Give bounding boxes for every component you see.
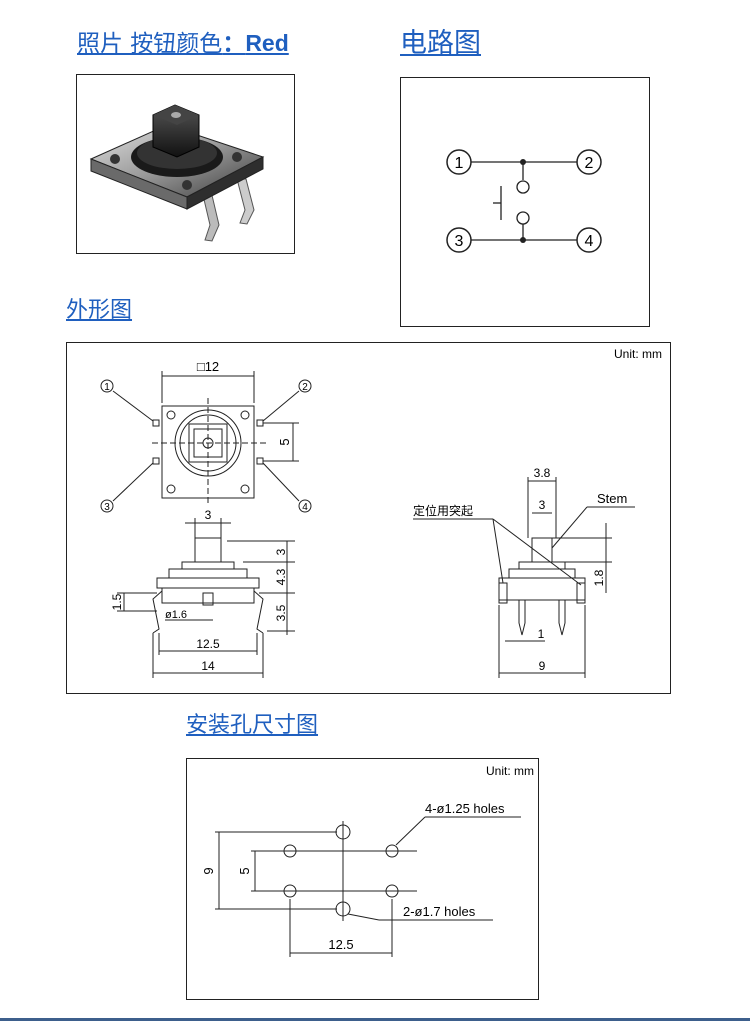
stem-leader bbox=[551, 506, 588, 549]
top-view-lead bbox=[152, 457, 160, 465]
top-view-pin-1 bbox=[100, 379, 114, 393]
top-view-pin-2 bbox=[298, 379, 312, 393]
photo-corner-hole bbox=[182, 180, 192, 190]
outline-drawing: □12 5 1 2 3 bbox=[100, 359, 635, 678]
front-left-lead bbox=[152, 590, 163, 634]
circuit-heading[interactable]: 电路图 bbox=[400, 28, 481, 59]
top-view-pin-1-label: 1 bbox=[104, 382, 110, 393]
dim-vertical-inner-label: 5 bbox=[237, 867, 252, 874]
pin-2-label: 2 bbox=[585, 155, 594, 172]
top-view-mount-hole bbox=[166, 484, 176, 494]
front-pitch-label: 12.5 bbox=[196, 637, 220, 651]
front-view: 3 ø1.6 3 4.3 3.5 1.5 12. bbox=[110, 508, 295, 678]
side-view: 3.8 3 定位用突起 Stem 1.8 1 bbox=[413, 466, 635, 678]
top-view-pitch-label: 5 bbox=[277, 438, 292, 445]
leader-line bbox=[262, 390, 300, 422]
top-view-pin-2-label: 2 bbox=[302, 382, 308, 393]
photo-lead bbox=[236, 178, 255, 225]
front-lead-pin bbox=[202, 592, 214, 606]
photo-housing-side bbox=[186, 156, 264, 210]
side-locator bbox=[576, 582, 586, 604]
locator-leader bbox=[492, 518, 582, 586]
product-photo-frame bbox=[76, 74, 295, 254]
front-stem-collar bbox=[181, 561, 235, 570]
photo-corner-hole bbox=[110, 154, 120, 164]
locator-label: 定位用突起 bbox=[413, 503, 473, 518]
front-housing bbox=[156, 577, 260, 589]
top-view-lead bbox=[256, 457, 264, 465]
front-lead-offset-label: 1.5 bbox=[110, 593, 124, 610]
large-holes-label: 2-ø1.7 holes bbox=[403, 904, 476, 919]
top-view-pin-4-label: 4 bbox=[302, 502, 308, 513]
top-view-lead bbox=[152, 419, 160, 427]
large-holes-leader bbox=[347, 913, 380, 921]
dim-horizontal-label: 12.5 bbox=[328, 937, 353, 952]
pin-1-label: 1 bbox=[455, 155, 464, 172]
pin-3-label: 3 bbox=[455, 233, 464, 250]
locator-leader bbox=[492, 518, 504, 584]
front-width-label: 14 bbox=[201, 659, 215, 673]
outline-drawing-frame: Unit: mm □12 5 bbox=[66, 342, 671, 694]
top-view-pin-4 bbox=[298, 499, 312, 513]
side-lead bbox=[518, 600, 526, 636]
mounting-unit-label: Unit: mm bbox=[486, 764, 534, 778]
dim-vertical-outer-label: 9 bbox=[201, 867, 216, 874]
mount-hole-small bbox=[283, 884, 297, 898]
mounting-heading[interactable]: 安装孔尺寸图 bbox=[186, 713, 319, 738]
small-holes-leader bbox=[395, 816, 426, 846]
front-right-lead bbox=[253, 590, 264, 634]
side-depth-label: 9 bbox=[539, 659, 546, 673]
side-housing bbox=[498, 577, 586, 601]
top-view-mount-hole bbox=[240, 484, 250, 494]
photo-heading-separator: ： bbox=[222, 30, 246, 56]
front-height-label-3: 3.5 bbox=[274, 604, 288, 621]
outline-unit-label: Unit: mm bbox=[614, 347, 662, 361]
photo-heading[interactable]: 照片 按钮颜色：Red bbox=[77, 24, 289, 58]
stem-label: Stem bbox=[597, 491, 627, 506]
leader-line bbox=[112, 462, 154, 502]
leader-line bbox=[262, 462, 300, 502]
top-view-mount-hole bbox=[166, 410, 176, 420]
bottom-rule bbox=[0, 1018, 750, 1021]
top-view-pin-3 bbox=[100, 499, 114, 513]
front-stem bbox=[194, 537, 222, 563]
front-stem-width-label: 3 bbox=[205, 508, 212, 522]
pin-4-label: 4 bbox=[585, 233, 594, 250]
outline-heading[interactable]: 外形图 bbox=[66, 298, 133, 323]
product-photo bbox=[89, 104, 265, 242]
mount-hole-small bbox=[283, 844, 297, 858]
photo-heading-label: 照片 按钮颜色 bbox=[77, 31, 223, 57]
mount-hole-small bbox=[385, 844, 399, 858]
photo-corner-hole bbox=[232, 152, 242, 162]
top-view-lead bbox=[256, 419, 264, 427]
circuit-diagram-frame: 1 2 3 4 bbox=[400, 77, 650, 327]
top-view-mount-hole bbox=[240, 410, 250, 420]
side-stem-outer-label: 3.8 bbox=[534, 466, 551, 480]
switch-contact-top bbox=[516, 180, 530, 194]
mount-hole-small bbox=[385, 884, 399, 898]
front-housing-top bbox=[168, 568, 248, 579]
leader-line bbox=[112, 390, 154, 422]
top-view: □12 5 1 2 3 bbox=[100, 359, 312, 513]
travel-label: 1.8 bbox=[592, 569, 606, 586]
front-base bbox=[161, 587, 255, 604]
front-height-label-1: 3 bbox=[274, 548, 288, 555]
top-view-pin-3-label: 3 bbox=[104, 502, 110, 513]
front-height-label-2: 4.3 bbox=[274, 568, 288, 585]
circuit-diagram: 1 2 3 4 bbox=[446, 149, 602, 253]
front-lead-dia-label: ø1.6 bbox=[165, 609, 187, 621]
button-color-value: Red bbox=[245, 30, 289, 56]
small-holes-label: 4-ø1.25 holes bbox=[425, 801, 505, 816]
switch-contact-bottom bbox=[516, 211, 530, 225]
mounting-drawing-frame: Unit: mm 9 5 12.5 4-ø1.25 holes 2-ø1.7 h… bbox=[186, 758, 539, 1000]
side-lead bbox=[558, 600, 566, 636]
photo-button-hole bbox=[171, 112, 181, 118]
lead-width-label: 1 bbox=[538, 627, 545, 641]
side-stem-inner-label: 3 bbox=[539, 498, 546, 512]
mounting-drawing: 9 5 12.5 4-ø1.25 holes 2-ø1.7 holes bbox=[201, 801, 521, 957]
top-view-size-label: □12 bbox=[197, 359, 219, 374]
